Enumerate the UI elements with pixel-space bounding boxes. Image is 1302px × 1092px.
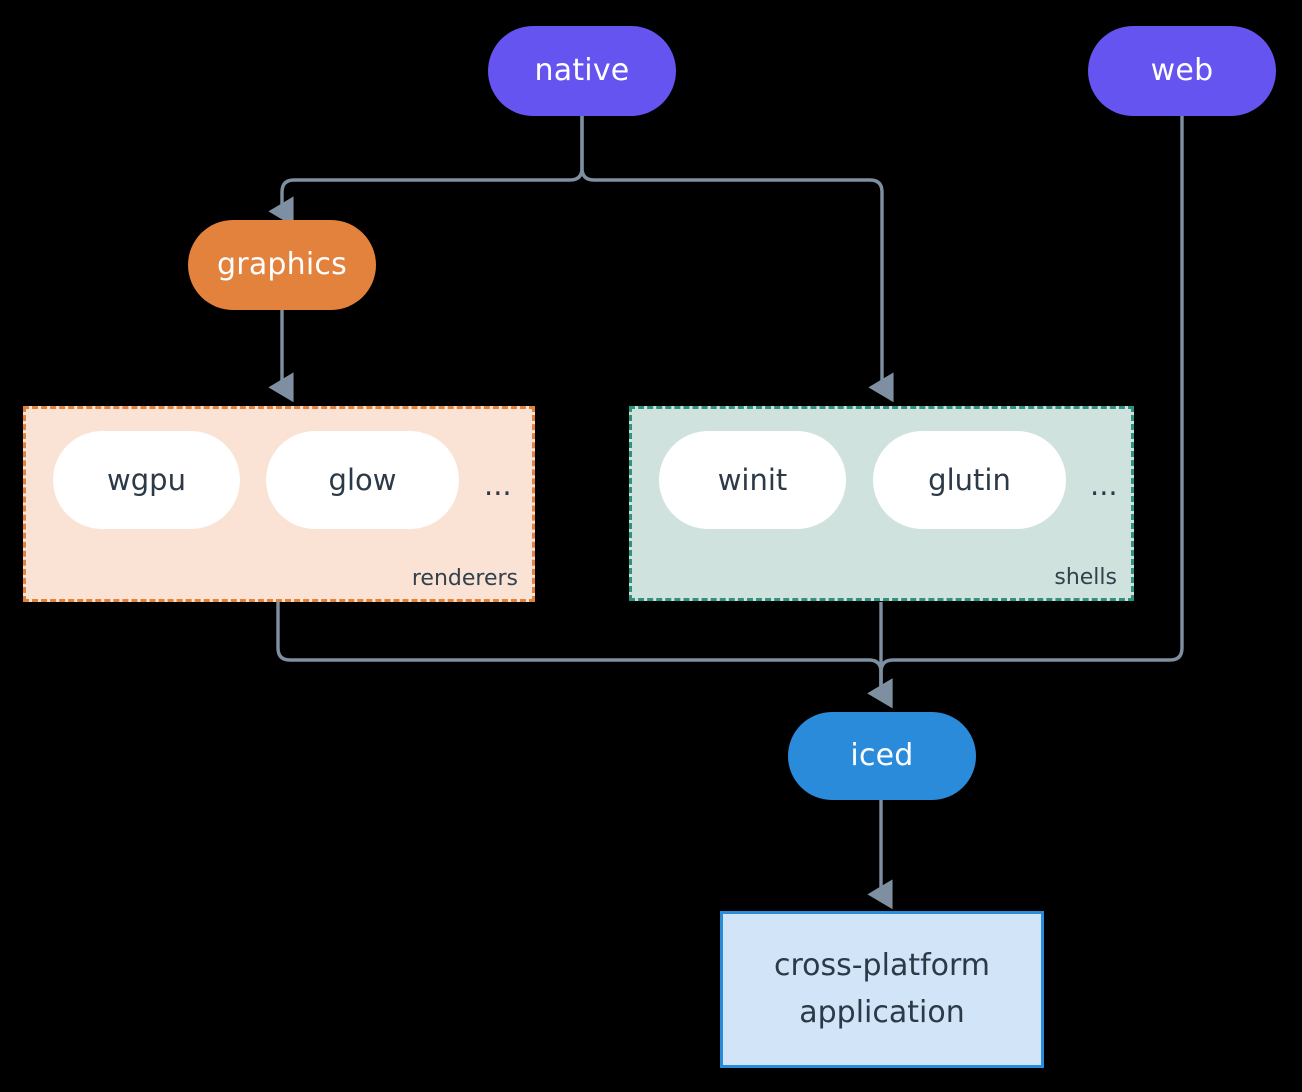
edge-native-to-shells <box>580 116 894 403</box>
chip-glow-label: glow <box>328 463 397 497</box>
node-native[interactable]: native <box>488 26 676 116</box>
node-iced-label: iced <box>850 737 914 773</box>
chip-wgpu-label: wgpu <box>107 463 186 497</box>
node-application-label: cross-platform application <box>773 948 991 1030</box>
chip-winit[interactable]: winit <box>659 431 846 529</box>
chip-glow[interactable]: glow <box>266 431 459 529</box>
edge-web-to-iced <box>867 116 1184 709</box>
node-application[interactable]: cross-platform application <box>720 911 1044 1068</box>
node-native-label: native <box>534 52 630 88</box>
group-shells-caption: shells <box>1054 565 1117 590</box>
node-web[interactable]: web <box>1088 26 1276 116</box>
group-renderers: wgpu glow ... renderers <box>23 406 535 602</box>
edge-renderers-to-iced <box>276 602 893 709</box>
node-web-label: web <box>1150 52 1214 88</box>
edge-native-to-graphics <box>268 116 584 227</box>
group-renderers-caption: renderers <box>411 566 518 591</box>
group-shells: winit glutin ... shells <box>629 406 1134 601</box>
node-graphics-label: graphics <box>217 246 347 282</box>
node-graphics[interactable]: graphics <box>188 220 376 310</box>
chip-glutin-label: glutin <box>928 463 1011 497</box>
chip-winit-label: winit <box>717 463 788 497</box>
chip-glutin[interactable]: glutin <box>873 431 1066 529</box>
chip-wgpu[interactable]: wgpu <box>53 431 240 529</box>
node-iced[interactable]: iced <box>788 712 976 800</box>
shells-overflow-ellipsis: ... <box>1090 468 1118 502</box>
renderers-overflow-ellipsis: ... <box>484 468 512 502</box>
